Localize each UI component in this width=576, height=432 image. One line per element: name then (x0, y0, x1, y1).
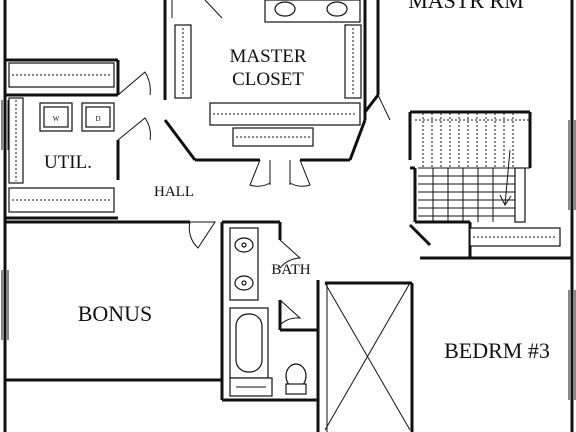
dryer-label: D (95, 115, 100, 123)
bath-label: BATH (271, 262, 310, 278)
bath-fixtures (229, 227, 307, 397)
doors (117, 71, 391, 326)
bedroom3-label: BEDRM #3 (444, 338, 550, 363)
utility-label: UTIL. (44, 152, 92, 173)
bonus-label: BONUS (78, 301, 153, 326)
open-to-below (324, 282, 411, 432)
staircase (415, 113, 530, 223)
washer-label: W (53, 115, 60, 123)
hall-label: HALL (154, 184, 194, 200)
windows (1, 100, 576, 400)
master-bedroom-label: MASTR RM (408, 0, 524, 13)
master-closet-label-line1: MASTER (229, 46, 306, 67)
master-vanity (171, 0, 361, 23)
master-closet-label-line2: CLOSET (232, 69, 304, 90)
closet-shelves (8, 24, 561, 247)
walls (3, 0, 574, 432)
laundry (39, 102, 115, 132)
